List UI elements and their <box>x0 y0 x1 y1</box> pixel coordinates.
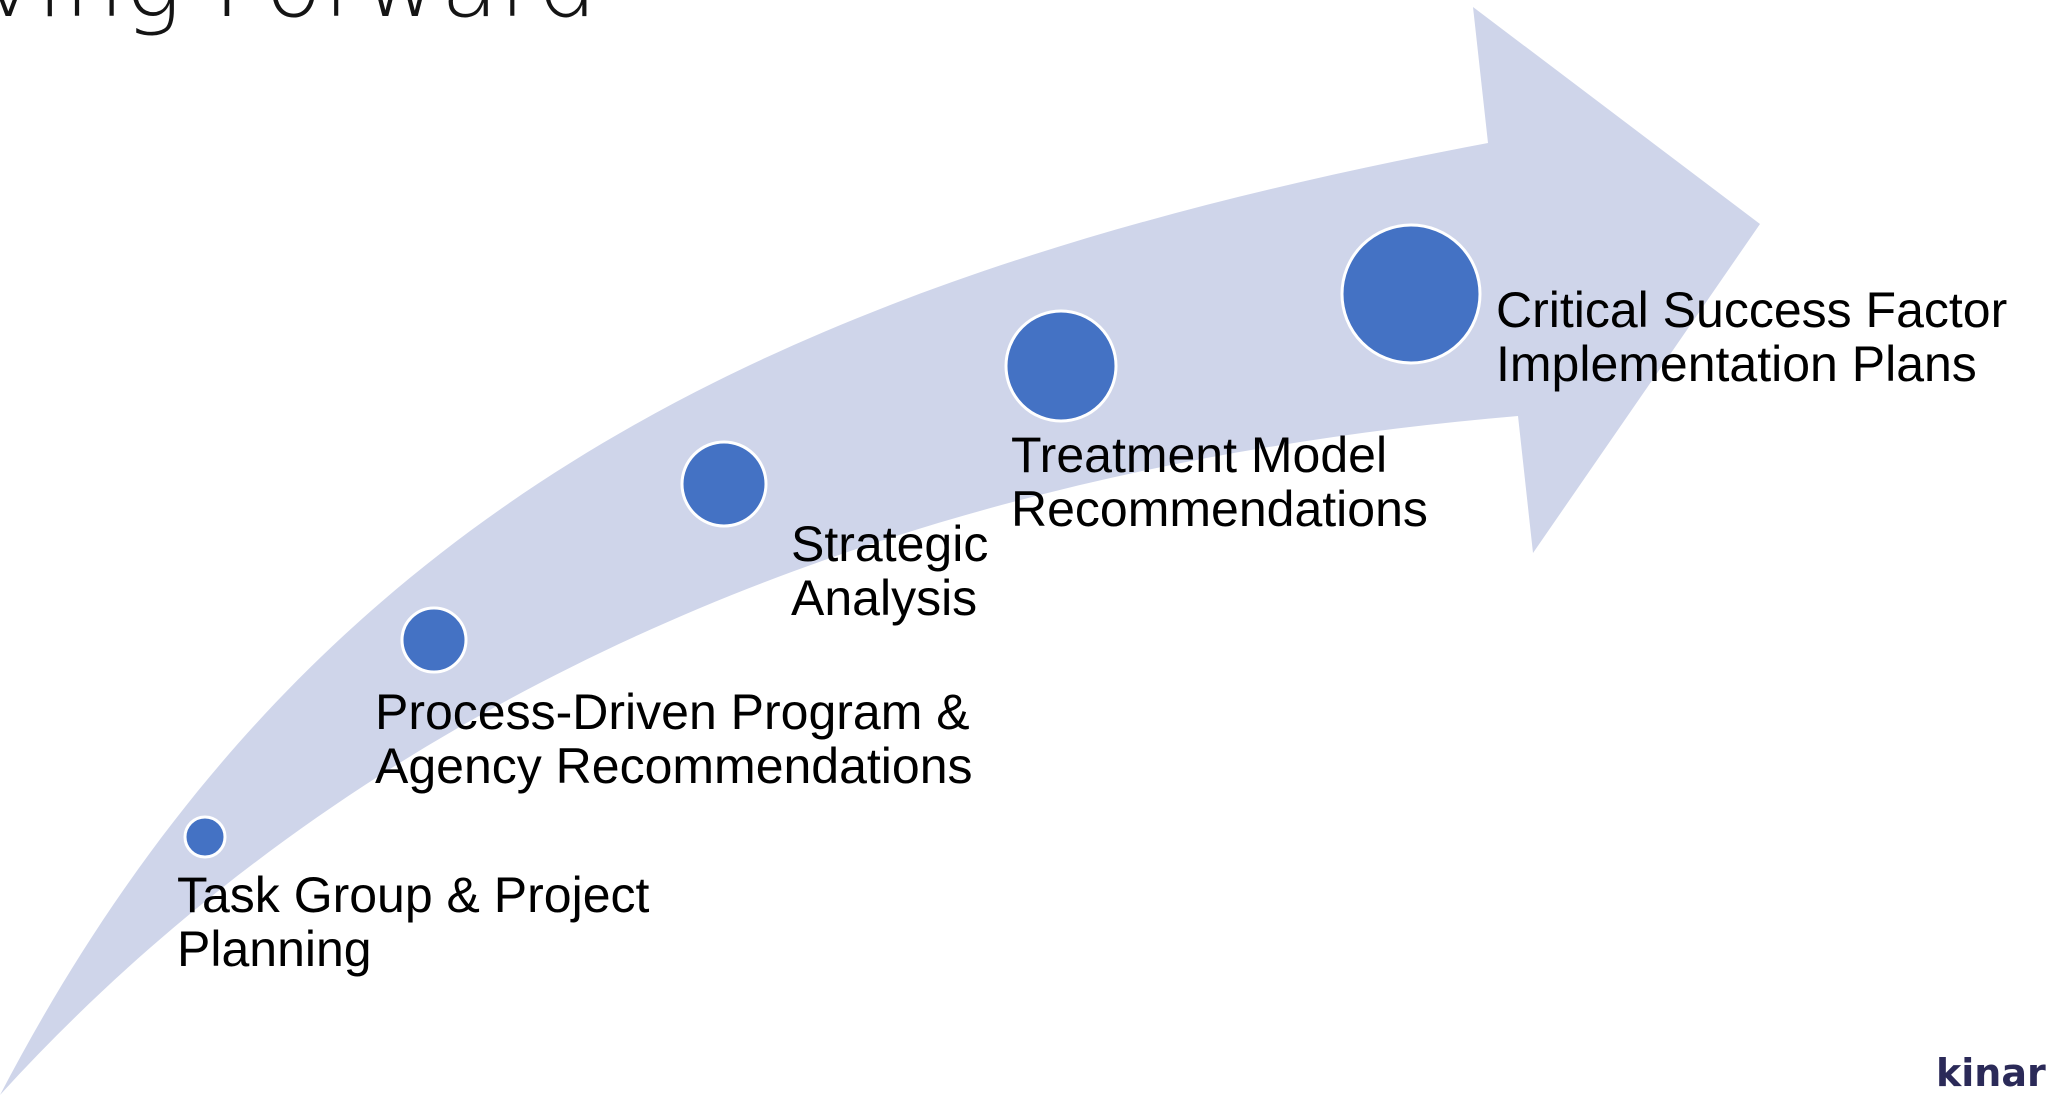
milestone-circle-3 <box>680 440 768 528</box>
step-label-treatment-model: Treatment Model Recommendations <box>1011 428 1428 536</box>
step-label-line: Planning <box>177 921 372 977</box>
step-label-task-group-planning: Task Group & Project Planning <box>177 868 649 976</box>
step-label-strategic-analysis: Strategic Analysis <box>791 517 988 625</box>
step-label-line: Process-Driven Program & <box>375 684 970 740</box>
company-logo: kinarl <box>1936 1051 2048 1095</box>
step-label-line: Implementation Plans <box>1496 336 1977 392</box>
step-label-line: Recommendations <box>1011 481 1428 537</box>
step-label-line: Agency Recommendations <box>375 738 973 794</box>
milestone-group <box>183 223 1482 859</box>
step-label-line: Critical Success Factor <box>1496 282 2008 338</box>
step-label-line: Task Group & Project <box>177 867 650 923</box>
milestone-circle-2 <box>400 606 468 674</box>
milestone-circle-5 <box>1340 223 1482 365</box>
slide-title: oving Forward <box>0 0 598 32</box>
milestone-circle-1 <box>183 815 227 859</box>
step-label-critical-success-factor: Critical Success Factor Implementation P… <box>1496 283 2007 391</box>
curved-arrow <box>0 7 1760 1095</box>
step-label-process-driven: Process-Driven Program & Agency Recommen… <box>375 685 973 793</box>
step-label-line: Analysis <box>791 570 978 626</box>
step-label-line: Treatment Model <box>1011 427 1388 483</box>
step-label-line: Strategic <box>791 516 989 572</box>
milestone-circle-4 <box>1004 309 1118 423</box>
